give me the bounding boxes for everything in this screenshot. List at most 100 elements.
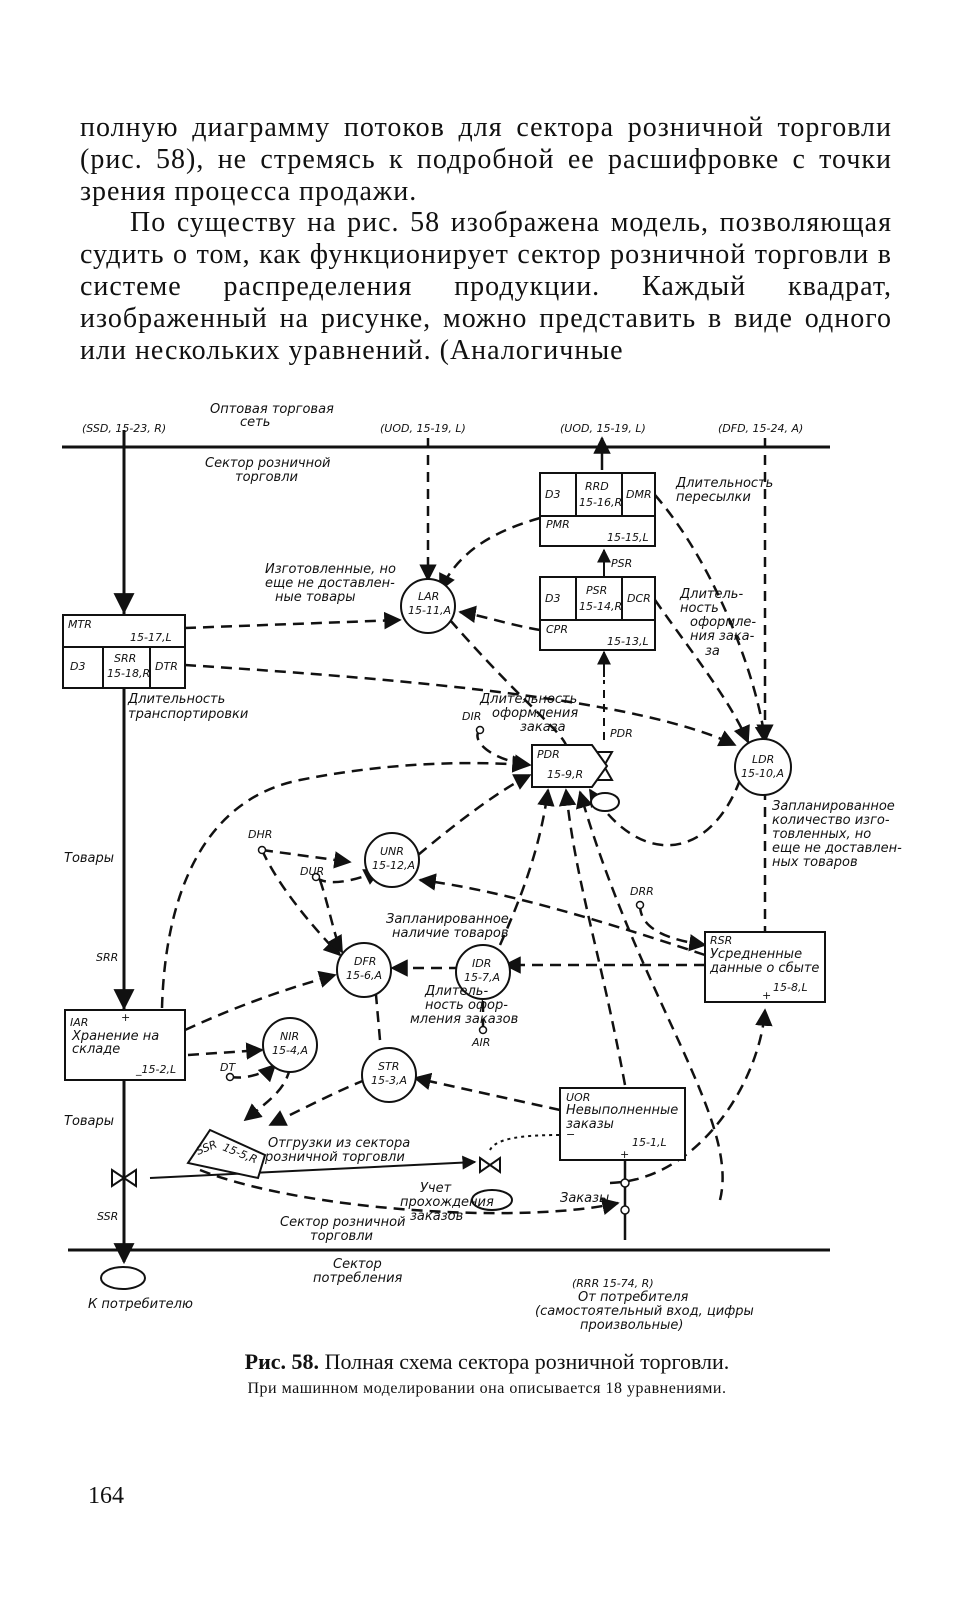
lar-eq: 15-11,A bbox=[408, 604, 451, 617]
rrd-dmr: DMR bbox=[626, 488, 652, 501]
order-accounting-line3: заказов bbox=[410, 1209, 463, 1224]
order-duration-line1: Длительность bbox=[479, 692, 577, 707]
nir-name: NIR bbox=[280, 1030, 299, 1043]
rsr-line1: Усредненные bbox=[710, 947, 802, 962]
uor-eq: 15-1,L bbox=[632, 1136, 667, 1149]
pdr-eq: 15-9,R bbox=[547, 768, 583, 781]
circle-dfr bbox=[336, 942, 392, 998]
circle-unr bbox=[364, 832, 420, 888]
box-uor bbox=[559, 1087, 686, 1161]
planned-made-line1: Запланированное bbox=[772, 799, 895, 814]
mtr-eq: 15-17,L bbox=[130, 631, 172, 644]
mtr-d3: D3 bbox=[70, 660, 85, 673]
consumer-sector-line1: Сектор bbox=[333, 1257, 382, 1272]
order-processing-line5: за bbox=[705, 644, 720, 659]
planned-made-line2: количество изго- bbox=[772, 813, 890, 828]
circle-lar bbox=[400, 578, 456, 634]
body-paragraph-1: полную диаграмму потоков для сектора роз… bbox=[80, 112, 892, 207]
rsr-line2: данные о сбыте bbox=[709, 961, 819, 976]
order-processing-line3: оформле- bbox=[690, 615, 756, 630]
aux-drr-point bbox=[635, 900, 645, 910]
figure-caption-subtitle: При машинном моделировании она описывает… bbox=[247, 1380, 727, 1397]
pdr-name: PDR bbox=[537, 748, 560, 761]
figure-caption-label: Рис. 58. bbox=[244, 1349, 320, 1374]
uor-line2: заказы bbox=[566, 1117, 614, 1132]
figure-caption-title: Полная схема сектора розничной торговли. bbox=[324, 1349, 730, 1374]
drr-label: DRR bbox=[630, 885, 654, 898]
mtr-name: MTR bbox=[68, 618, 92, 631]
orders-label: Заказы bbox=[560, 1191, 609, 1206]
order-accounting-line2: прохождения bbox=[400, 1195, 494, 1210]
goods-label-lower: Товары bbox=[64, 1114, 114, 1129]
planned-made-line3: товленных, но bbox=[772, 827, 871, 842]
box-ssr bbox=[186, 1128, 267, 1180]
box-pdr bbox=[531, 744, 609, 788]
rrd-eq2: 15-15,L bbox=[607, 531, 649, 544]
from-consumer-line1: От потребителя bbox=[578, 1290, 689, 1305]
retail-sector-bottom-line1: Сектор розничной bbox=[280, 1215, 406, 1230]
box-iar bbox=[64, 1009, 186, 1081]
dfr-eq: 15-6,A bbox=[346, 969, 382, 982]
wholesale-label-line1: Оптовая торговая bbox=[210, 402, 334, 417]
iar-name: IAR bbox=[70, 1016, 88, 1029]
circle-ldr bbox=[734, 738, 792, 796]
box-rrd bbox=[539, 472, 656, 547]
transport-duration-line2: транспортировки bbox=[128, 707, 248, 722]
made-not-delivered-line1: Изготовленные, но bbox=[265, 562, 396, 577]
order-accounting-line1: Учет bbox=[420, 1181, 452, 1196]
retail-sector-flow-diagram: Оптовая торговая сеть (SSD, 15-23, R) (U… bbox=[62, 402, 902, 1333]
dt-label: DT bbox=[220, 1061, 236, 1074]
wholesale-label-line2: сеть bbox=[240, 415, 270, 430]
to-consumer-label: К потребителю bbox=[88, 1297, 193, 1312]
uor-plus: + bbox=[620, 1148, 629, 1161]
psr-d3: D3 bbox=[545, 592, 560, 605]
dur-label: DUR bbox=[300, 865, 324, 878]
aux-dhr-point bbox=[257, 845, 267, 855]
iar-line1: Хранение на bbox=[71, 1029, 159, 1044]
rrr-input-label: (RRR 15-74, R) bbox=[572, 1277, 654, 1290]
shipments-line1: Отгрузки из сектора bbox=[268, 1136, 410, 1151]
aux-dt-point bbox=[225, 1072, 235, 1082]
planned-made-line5: ных товаров bbox=[772, 855, 858, 870]
iar-plus: + bbox=[121, 1011, 130, 1024]
aux-air-point bbox=[478, 1025, 488, 1035]
from-consumer-line3: произвольные) bbox=[580, 1318, 684, 1333]
sector-boundaries bbox=[62, 445, 830, 1252]
str-name: STR bbox=[378, 1060, 399, 1073]
pdr-sink-icon bbox=[590, 792, 620, 812]
made-not-delivered-line3: ные товары bbox=[275, 590, 356, 605]
circle-str bbox=[361, 1047, 417, 1103]
from-consumer-line2: (самостоятельный вход, цифры bbox=[535, 1304, 754, 1319]
retail-sector-label-line1: Сектор розничной bbox=[205, 456, 331, 471]
circle-nir bbox=[262, 1017, 318, 1073]
goods-label-upper: Товары bbox=[64, 851, 114, 866]
planned-made-line4: еще не доставлен- bbox=[772, 841, 902, 856]
idr-eq: 15-7,A bbox=[464, 971, 500, 984]
retail-sector-bottom-line2: торговли bbox=[310, 1229, 373, 1244]
shipping-duration-line2: пересылки bbox=[676, 490, 751, 505]
unr-name: UNR bbox=[380, 845, 404, 858]
ssr-outflow-label: SSR bbox=[97, 1210, 118, 1223]
aux-orders-point-2 bbox=[620, 1205, 630, 1215]
fulfillment-duration-line2: ность офор- bbox=[425, 998, 508, 1013]
dir-label: DIR bbox=[462, 710, 481, 723]
air-label: AIR bbox=[471, 1036, 490, 1049]
rsr-name: RSR bbox=[710, 934, 732, 947]
str-eq: 15-3,A bbox=[371, 1074, 407, 1087]
iar-line2: складе bbox=[72, 1042, 120, 1057]
uor-line1: Невыполненные bbox=[566, 1103, 678, 1118]
input-dfd-label: (DFD, 15-24, A) bbox=[718, 422, 803, 435]
shipments-line2: розничной торговли bbox=[264, 1150, 405, 1165]
rrd-pmr: PMR bbox=[546, 518, 570, 531]
rrd-d3: D3 bbox=[545, 488, 560, 501]
fulfillment-duration-line1: Длитель- bbox=[424, 984, 488, 999]
psr-dcr: DCR bbox=[627, 592, 651, 605]
order-processing-line4: ния зака- bbox=[690, 629, 755, 644]
dfr-name: DFR bbox=[354, 955, 376, 968]
accounting-valve-icon bbox=[479, 1156, 501, 1174]
aux-orders-point-1 bbox=[620, 1178, 630, 1188]
unr-eq: 15-12,A bbox=[372, 859, 415, 872]
uor-minus: − bbox=[566, 1128, 575, 1141]
box-psr bbox=[539, 576, 656, 651]
transport-duration-line1: Длительность bbox=[127, 692, 225, 707]
